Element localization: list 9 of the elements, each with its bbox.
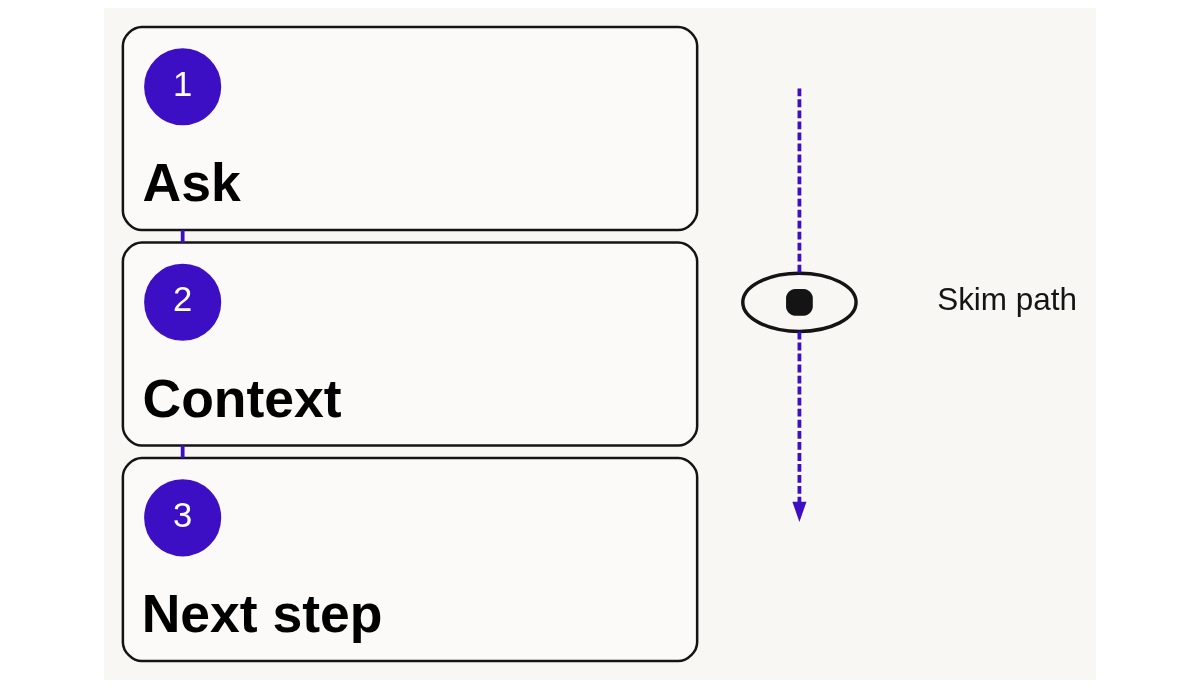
arrow (792, 331, 807, 522)
node-circle: 3 (144, 479, 222, 557)
connector (180, 445, 185, 459)
node-label: Skim path (937, 282, 1078, 318)
connector (180, 229, 185, 243)
node-circle: 2 (144, 263, 222, 341)
node-circle: 1 (144, 48, 222, 126)
connector (797, 88, 802, 273)
node-eye (741, 271, 858, 334)
